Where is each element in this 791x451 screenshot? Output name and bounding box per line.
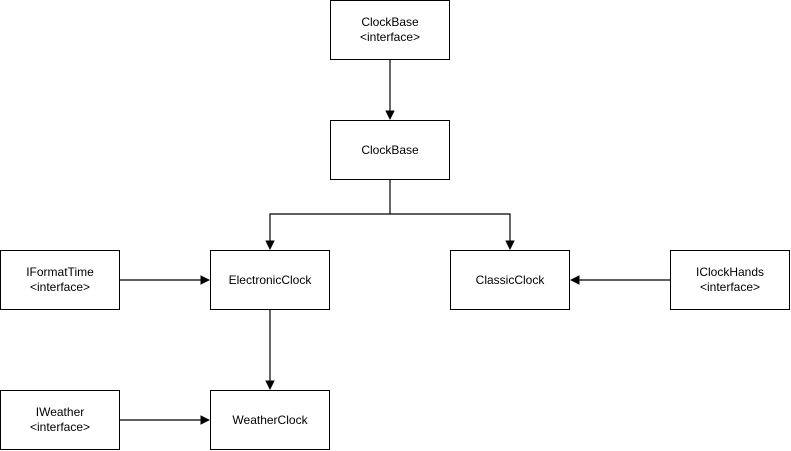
edge-clockbase-to-classicclock: [390, 213, 515, 250]
node-clockbase[interactable]: ClockBase: [330, 120, 450, 180]
node-stereotype: <interface>: [359, 30, 421, 44]
node-stereotype: <interface>: [29, 280, 91, 294]
node-name: IWeather: [35, 405, 85, 419]
node-name: IClockHands: [695, 265, 765, 279]
node-classicclock[interactable]: ClassicClock: [450, 250, 570, 310]
node-iclockhands[interactable]: IClockHands <interface>: [670, 250, 790, 310]
node-name: WeatherClock: [232, 412, 308, 427]
node-iweather[interactable]: IWeather <interface>: [0, 390, 120, 450]
node-name: IFormatTime: [26, 265, 94, 279]
node-iformattime[interactable]: IFormatTime <interface>: [0, 250, 120, 310]
node-electronicclock[interactable]: ElectronicClock: [210, 250, 330, 310]
node-name: ClassicClock: [475, 272, 545, 287]
node-name: ClockBase: [361, 15, 419, 29]
node-name: ElectronicClock: [228, 272, 312, 287]
node-weatherclock[interactable]: WeatherClock: [210, 390, 330, 450]
edge-clockbase-to-electronicclock: [265, 180, 391, 250]
node-name: ClockBase: [361, 142, 419, 157]
node-stereotype: <interface>: [29, 420, 91, 434]
node-clockbase-interface[interactable]: ClockBase <interface>: [330, 0, 450, 60]
node-stereotype: <interface>: [699, 280, 761, 294]
